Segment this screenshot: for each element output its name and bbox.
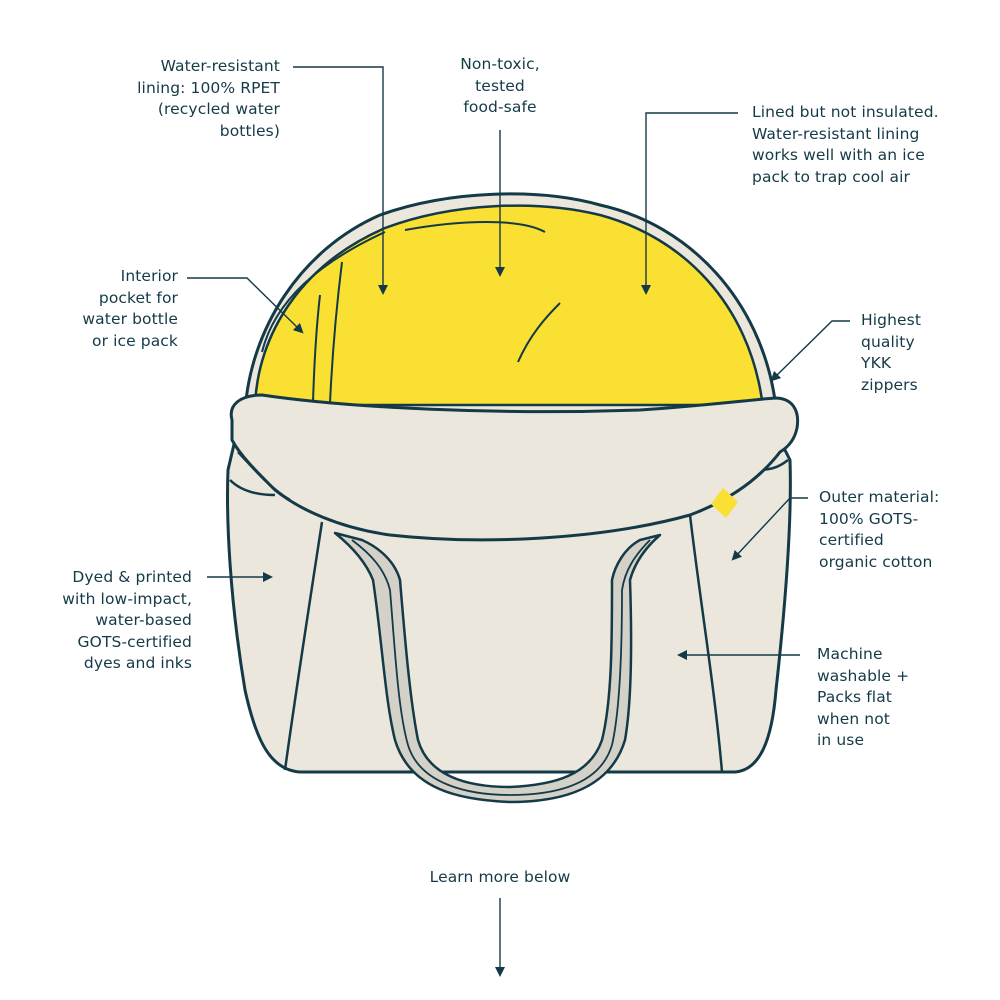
callout-line: washable +: [817, 666, 910, 685]
callout-line: 100% GOTS-: [819, 509, 919, 528]
callout-line: certified: [819, 531, 884, 549]
callout-line: Highest: [861, 311, 922, 329]
callout-leaders: [187, 66, 850, 977]
callout-non-toxic: Non-toxic, tested food-safe: [440, 54, 560, 119]
callout-line: in use: [817, 731, 865, 749]
callout-line: pack to trap cool air: [752, 167, 910, 186]
callout-line: food-safe: [463, 98, 537, 116]
callout-zippers: Highest quality YKK zippers: [861, 310, 921, 396]
callout-line: pocket for: [98, 288, 178, 307]
callout-line: quality: [861, 332, 915, 351]
callout-line: (recycled water: [157, 100, 280, 118]
callout-line: works well with an ice: [752, 146, 925, 164]
callout-line: water-based: [95, 611, 192, 629]
callout-line: Lined but not insulated.: [752, 103, 939, 121]
bag-collar: [229, 393, 800, 542]
callout-washable: Machine washable + Packs flat when not i…: [817, 644, 909, 752]
callout-line: GOTS-certified: [77, 632, 192, 651]
learn-more-label: Learn more below: [429, 868, 571, 886]
callout-line: Non-toxic,: [460, 55, 540, 73]
callout-rpet-lining: Water-resistant lining: 100% RPET (recyc…: [137, 56, 280, 142]
callout-line: Water-resistant: [160, 57, 280, 75]
callout-not-insulated: Lined but not insulated. Water-resistant…: [752, 102, 939, 188]
callout-line: Packs flat: [817, 688, 892, 706]
callout-line: Outer material:: [819, 488, 940, 506]
callout-line: with low-impact,: [62, 589, 192, 608]
callout-line: Interior: [120, 267, 178, 285]
callout-line: YKK: [861, 354, 892, 372]
callout-line: bottles): [219, 121, 280, 140]
arrow-down-icon: [494, 895, 506, 977]
callout-line: Machine: [817, 645, 883, 663]
callout-line: when not: [817, 709, 890, 728]
callout-line: or ice pack: [91, 331, 178, 350]
callout-line: tested: [475, 76, 525, 95]
callout-line: Dyed & printed: [72, 568, 192, 586]
learn-more-link[interactable]: Learn more below: [380, 867, 620, 889]
yellow-lining: [253, 204, 764, 407]
callout-line: dyes and inks: [83, 654, 192, 672]
callout-line: zippers: [861, 375, 918, 394]
bag-handle: [333, 531, 662, 804]
callout-outer-material: Outer material: 100% GOTS- certified org…: [819, 487, 939, 573]
callout-line: water bottle: [82, 310, 178, 328]
callout-dyes: Dyed & printed with low-impact, water-ba…: [62, 567, 192, 675]
callout-line: lining: 100% RPET: [137, 78, 280, 97]
callout-interior-pocket: Interior pocket for water bottle or ice …: [82, 266, 178, 352]
callout-line: organic cotton: [819, 552, 933, 571]
callout-line: Water-resistant lining: [752, 124, 920, 143]
